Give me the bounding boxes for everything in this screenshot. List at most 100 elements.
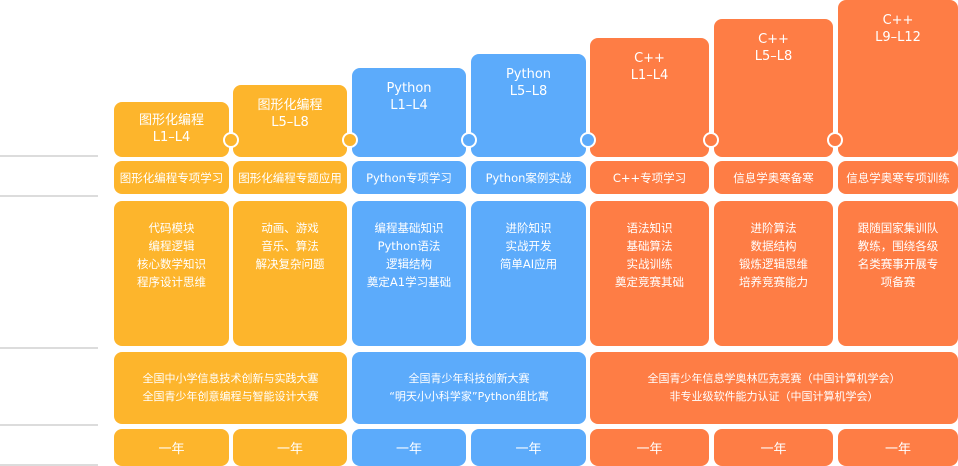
content-cell: 进阶知识 实战开发 简单AI应用 [471, 201, 586, 346]
content-line: 逻辑结构 [386, 257, 432, 271]
content-line: 跟随国家集训队 [857, 221, 939, 235]
topic-cell: 信息学奥寒备寒 [714, 161, 833, 194]
topic-cell: 信息学奥寒专项训练 [838, 161, 958, 194]
content-line: 进阶算法 [750, 221, 797, 235]
level-header-cpp-l9-l12: C++ L9–L12 [838, 0, 958, 157]
competition-line: 全国青少年创意编程与智能设计大赛 [142, 390, 319, 403]
row-divider [0, 195, 98, 197]
content-line: 奠定竞赛其础 [615, 275, 684, 289]
connector-knob [827, 132, 843, 148]
course-name: 图形化编程 [138, 113, 204, 128]
connector-knob [342, 132, 358, 148]
duration-label: 一年 [760, 442, 787, 457]
row-divider [0, 347, 98, 349]
level-header-python-l1-l4: Python L1–L4 [352, 68, 466, 157]
topic-label: 图形化编程专题应用 [238, 170, 342, 185]
topic-cell: Python专项学习 [352, 161, 466, 194]
content-line: 程序设计思维 [137, 275, 206, 289]
duration-label: 一年 [395, 442, 422, 457]
duration-label: 一年 [515, 442, 542, 457]
content-line: 简单AI应用 [499, 257, 558, 271]
topic-label: C++专项学习 [612, 170, 687, 185]
duration-cell: 一年 [471, 429, 586, 466]
content-line: 项备赛 [880, 275, 916, 289]
topic-label: Python专项学习 [366, 170, 452, 185]
level-range: L5–L8 [754, 49, 793, 64]
competition-cell-python: 全国青少年科技创新大赛 “明天小小科学家”Python组比寓 [352, 352, 586, 424]
level-header-graphical-l5-l8: 图形化编程 L5–L8 [233, 85, 347, 157]
duration-cell: 一年 [352, 429, 466, 466]
level-range: L9–L12 [875, 30, 921, 45]
duration-cell: 一年 [114, 429, 229, 466]
content-line: 核心数学知识 [137, 257, 206, 271]
content-line: 进阶知识 [505, 221, 552, 235]
content-line: 锻炼逻辑思维 [739, 257, 808, 271]
row-divider [0, 424, 98, 426]
duration-label: 一年 [636, 442, 663, 457]
duration-cell: 一年 [714, 429, 833, 466]
topic-cell: C++专项学习 [590, 161, 709, 194]
level-range: L1–L4 [152, 130, 191, 145]
content-line: 实战训练 [626, 257, 673, 271]
level-header-python-l5-l8: Python L5–L8 [471, 54, 586, 157]
content-cell: 跟随国家集训队 教练，围绕各级 名类赛事开展专 项备赛 [838, 201, 958, 346]
content-cell: 进阶算法 数据结构 锻炼逻辑思维 培养竞赛能力 [714, 201, 833, 346]
content-cell: 语法知识 基础算法 实战训练 奠定竞赛其础 [590, 201, 709, 346]
content-line: 实战开发 [505, 239, 552, 253]
content-line: 解决复杂问题 [255, 257, 325, 271]
row-divider [0, 155, 98, 157]
content-line: 编程逻辑 [148, 239, 195, 253]
course-name: C++ [882, 13, 914, 28]
connector-knob [580, 132, 596, 148]
course-name: C++ [758, 32, 789, 47]
content-line: 代码模块 [148, 221, 195, 235]
connector-knob [223, 132, 239, 148]
content-line: Python语法 [377, 239, 441, 253]
course-name: Python [386, 81, 432, 96]
competition-line: 全国青少年信息学奥林匹克竞赛（中国计算机学会） [647, 372, 901, 385]
duration-label: 一年 [276, 442, 303, 457]
content-line: 教练，围绕各级 [857, 239, 939, 253]
content-line: 语法知识 [626, 221, 673, 235]
course-name: Python [505, 67, 552, 82]
topic-label: 图形化编程专项学习 [119, 170, 224, 185]
content-line: 名类赛事开展专 [857, 257, 939, 271]
competition-line: 全国中小学信息技术创新与实践大塞 [142, 372, 319, 385]
content-line: 培养竞赛能力 [739, 275, 808, 289]
competition-line: 全国青少年科技创新大赛 [408, 372, 530, 385]
content-line: 数据结构 [750, 239, 797, 253]
topic-label: Python案例实战 [485, 170, 572, 185]
topic-label: 信息学奥寒备寒 [733, 170, 814, 185]
row-divider [0, 464, 98, 466]
level-header-cpp-l1-l4: C++ L1–L4 [590, 38, 709, 157]
content-line: 奠定A1学习基础 [366, 275, 452, 289]
competition-cell-graphical: 全国中小学信息技术创新与实践大塞 全国青少年创意编程与智能设计大赛 [114, 352, 347, 424]
duration-cell: 一年 [590, 429, 709, 466]
competition-line: “明天小小科学家”Python组比寓 [389, 390, 549, 403]
content-line: 音乐、算法 [261, 239, 319, 253]
level-header-graphical-l1-l4: 图形化编程 L1–L4 [114, 102, 229, 157]
course-name: C++ [634, 51, 665, 66]
competition-cell-cpp: 全国青少年信息学奥林匹克竞赛（中国计算机学会） 非专业级软件能力认证（中国计算机… [590, 352, 958, 424]
level-range: L5–L8 [271, 115, 309, 130]
competition-line: 非专业级软件能力认证（中国计算机学会） [669, 390, 879, 403]
level-range: L5–L8 [509, 84, 548, 99]
content-cell: 编程基础知识 Python语法 逻辑结构 奠定A1学习基础 [352, 201, 466, 346]
level-header-cpp-l5-l8: C++ L5–L8 [714, 19, 833, 157]
duration-cell: 一年 [233, 429, 347, 466]
level-range: L1–L4 [630, 68, 669, 83]
content-cell: 动画、游戏 音乐、算法 解决复杂问题 [233, 201, 347, 346]
topic-cell: Python案例实战 [471, 161, 586, 194]
duration-cell: 一年 [838, 429, 958, 466]
content-line: 基础算法 [626, 239, 673, 253]
connector-knob [703, 132, 719, 148]
content-cell: 代码模块 编程逻辑 核心数学知识 程序设计思维 [114, 201, 229, 346]
content-line: 编程基础知识 [374, 221, 444, 235]
topic-cell: 图形化编程专题应用 [233, 161, 347, 194]
topic-cell: 图形化编程专项学习 [114, 161, 229, 194]
content-line: 动画、游戏 [261, 221, 319, 235]
level-range: L1–L4 [390, 98, 428, 113]
topic-label: 信息学奥寒专项训练 [846, 170, 950, 185]
connector-knob [461, 132, 477, 148]
course-name: 图形化编程 [257, 98, 323, 113]
